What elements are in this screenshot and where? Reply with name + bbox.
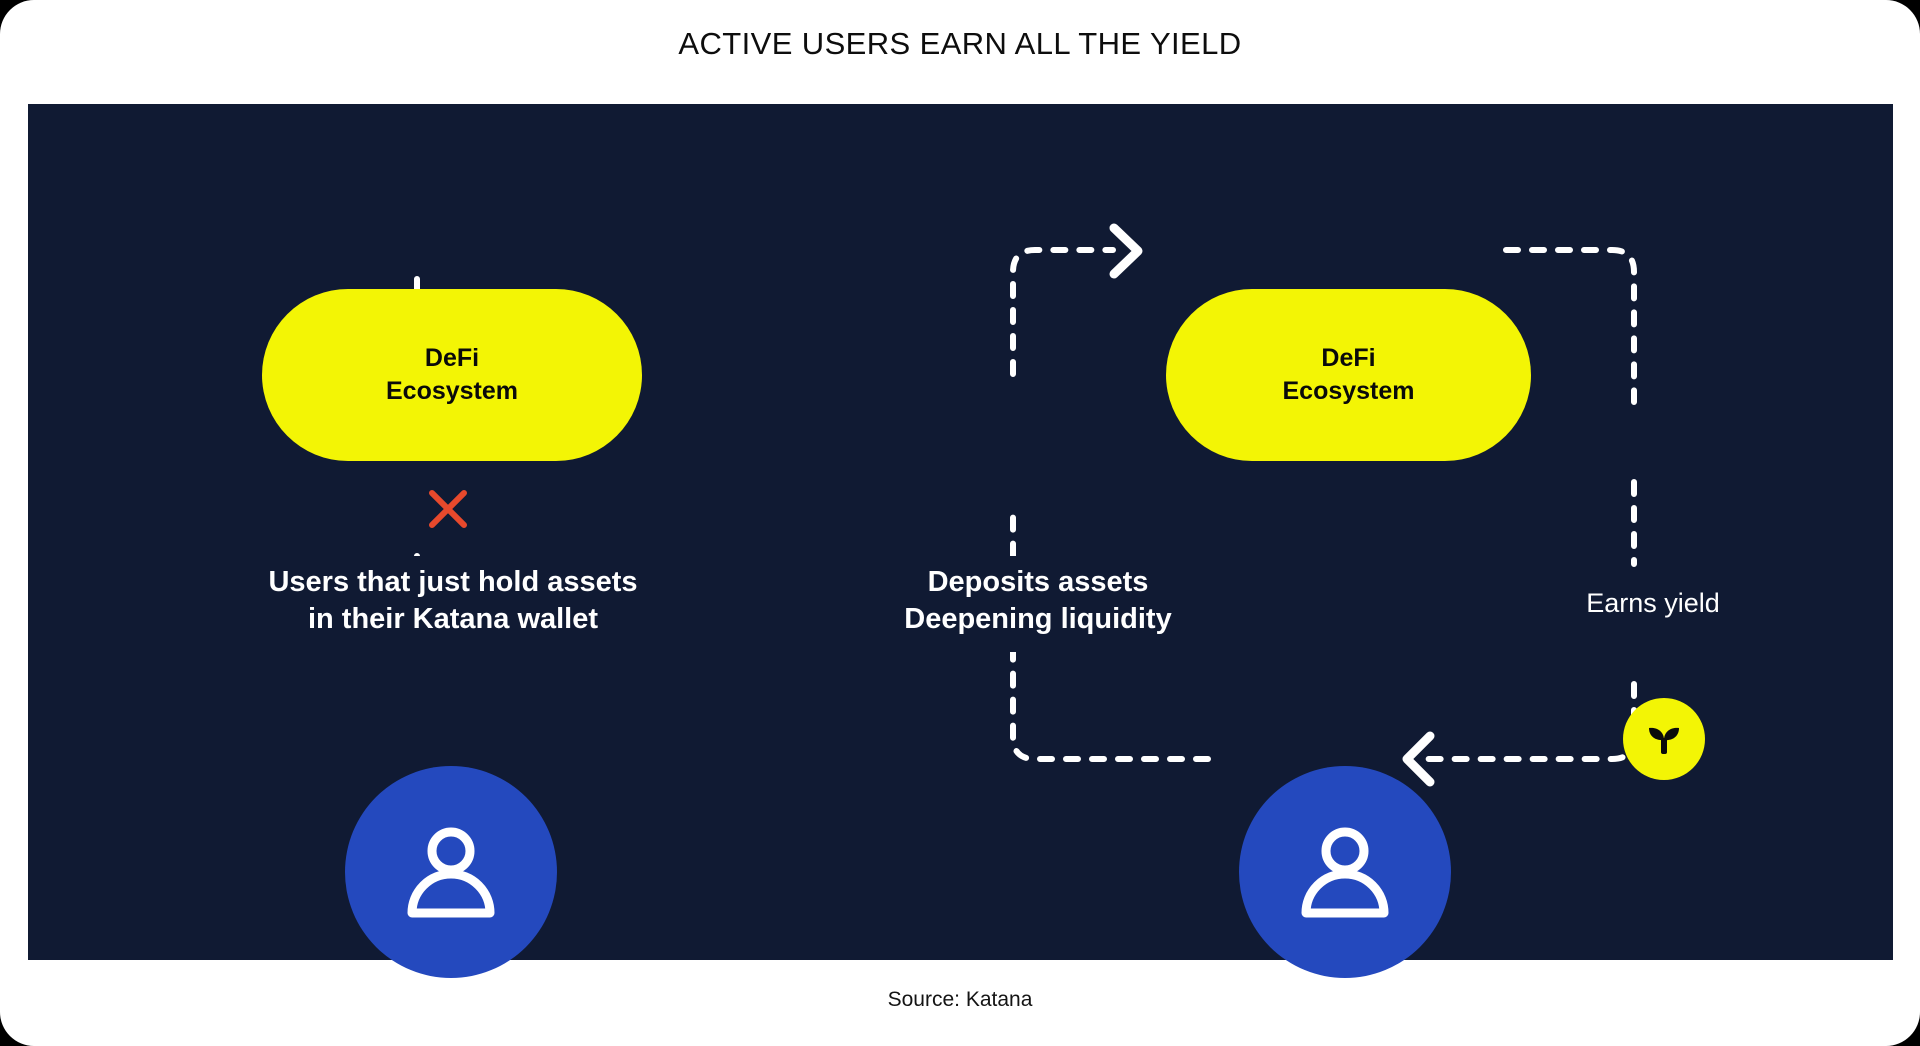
- defi-node-right-line1: DeFi: [1321, 343, 1376, 372]
- user-avatar-right[interactable]: [1239, 766, 1451, 978]
- source-caption: Source: Katana: [887, 988, 1033, 1011]
- deposit-assets-caption: Deposits assets Deepening liquidity: [818, 564, 1258, 638]
- yield-path-lower: [1425, 681, 1637, 762]
- diagram-panel: DeFi Ecosystem Users that just hold asse…: [28, 104, 1893, 978]
- user-avatar-left[interactable]: [345, 766, 557, 978]
- hold-assets-caption-line1: Users that just hold assets: [268, 566, 638, 598]
- deposit-path-upper: [1010, 247, 1116, 377]
- hold-assets-caption-line2: in their Katana wallet: [307, 603, 599, 636]
- yield-arrow-head-icon: [1402, 731, 1435, 787]
- defi-node-left-line2: Ecosystem: [385, 377, 519, 405]
- earns-yield-backdrop: [1516, 578, 1792, 626]
- earns-yield-caption: Earns yield: [1586, 588, 1720, 618]
- hold-assets-caption: Users that just hold assets in their Kat…: [193, 564, 713, 638]
- defi-node-right-line2: Ecosystem: [1282, 377, 1415, 405]
- defi-node-left-line1: DeFi: [424, 343, 480, 372]
- person-icon: [407, 827, 495, 918]
- left-caption-backdrop: [208, 556, 688, 652]
- sprout-icon: [1649, 727, 1679, 754]
- person-icon: [1301, 827, 1389, 918]
- connector-layer: [414, 223, 1637, 787]
- deposit-arrow-head-icon: [1109, 223, 1143, 279]
- yield-sprout-badge[interactable]: [1623, 698, 1705, 780]
- defi-ecosystem-node-right[interactable]: DeFi Ecosystem: [1166, 289, 1531, 461]
- deposit-caption-line1: Deposits assets: [927, 566, 1149, 598]
- page-title: ACTIVE USERS EARN ALL THE YIELD: [678, 26, 1242, 61]
- x-mark-icon: [429, 490, 467, 528]
- deposit-caption-line2: Deepening liquidity: [904, 603, 1172, 636]
- defi-ecosystem-node-left[interactable]: DeFi Ecosystem: [262, 289, 642, 461]
